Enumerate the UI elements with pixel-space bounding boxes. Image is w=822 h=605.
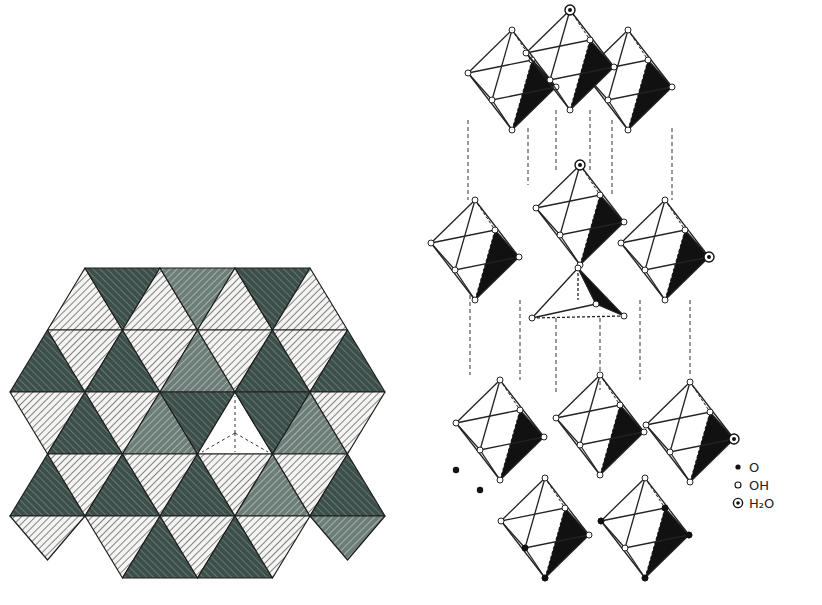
- legend-swatch: [732, 461, 744, 473]
- legend-label: O: [749, 460, 759, 475]
- legend-entry: O: [732, 458, 774, 476]
- legend-swatch: [732, 479, 744, 491]
- legend: O OH H₂O: [732, 458, 774, 512]
- octahedra-layers: [428, 5, 739, 581]
- legend-swatch: [732, 497, 744, 509]
- polyhedra-cluster: [10, 268, 385, 578]
- legend-label: H₂O: [749, 496, 774, 511]
- legend-label: OH: [749, 478, 769, 493]
- legend-entry: OH: [732, 476, 774, 494]
- legend-entry: H₂O: [732, 494, 774, 512]
